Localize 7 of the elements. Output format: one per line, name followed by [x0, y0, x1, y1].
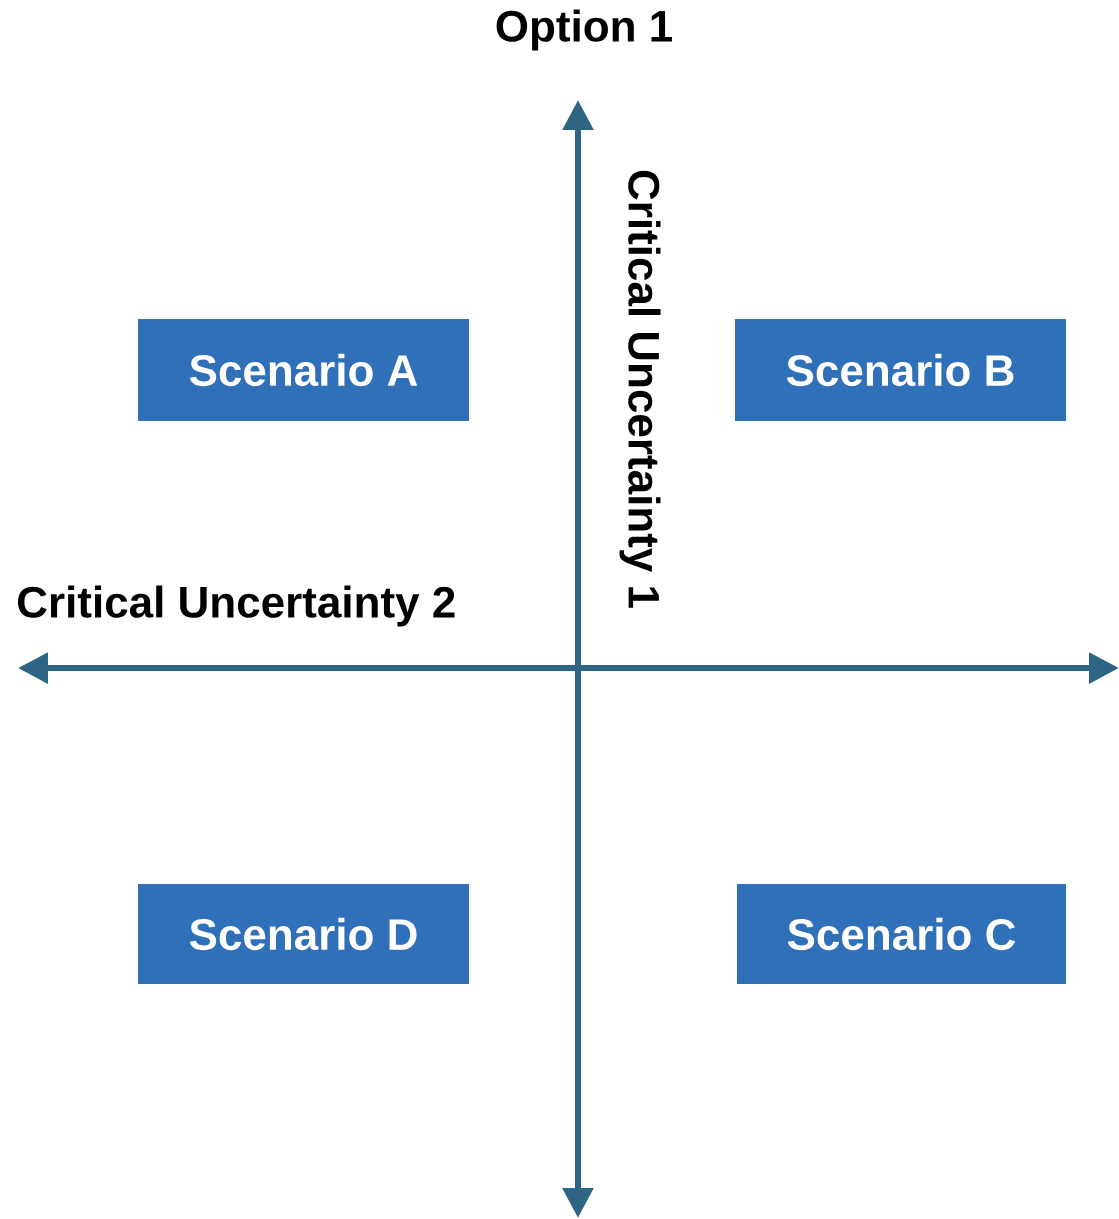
axis-label: Critical Uncertainty 2	[18, 585, 455, 627]
scenario-box: Scenario A	[138, 319, 469, 421]
axis-label: Option 1	[496, 9, 672, 51]
scenario-box: Scenario D	[138, 884, 469, 984]
scenario-box: Scenario B	[735, 319, 1066, 421]
scenario-box: Scenario C	[737, 884, 1066, 984]
axis-label: Critical Uncertainty 1	[619, 170, 661, 608]
